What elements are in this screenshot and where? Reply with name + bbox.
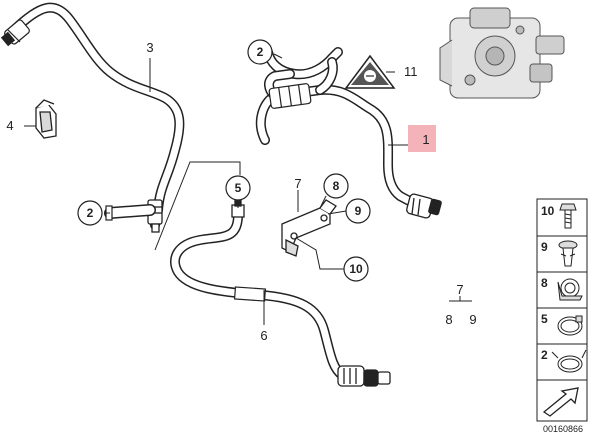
callout-2-left: 2 — [77, 200, 103, 226]
hose-clamp-icon — [557, 315, 583, 336]
callout-8-text: 8 — [333, 179, 340, 193]
hose-1-bundle-clip — [268, 83, 312, 109]
leader-lines — [24, 53, 472, 325]
bolt-icon — [559, 203, 577, 229]
callout-3: 3 — [146, 40, 153, 55]
hose-6 — [170, 210, 347, 380]
hose-1-upper-branch — [263, 47, 343, 101]
callout-6: 6 — [260, 328, 267, 343]
clip-4 — [35, 99, 57, 139]
callout-4: 4 — [6, 118, 13, 133]
callout-8: 8 — [323, 173, 349, 199]
warning-label-11 — [344, 54, 396, 89]
legend-item-8-label: 8 — [541, 276, 548, 290]
callout-10-text: 10 — [349, 262, 363, 276]
legend-item-5-label: 5 — [541, 312, 548, 326]
callout-9: 9 — [345, 198, 371, 224]
callout-10: 10 — [343, 256, 369, 282]
spring-clamp-icon — [551, 349, 587, 373]
callout-2-left-text: 2 — [87, 206, 94, 220]
legend-item-10-label: 10 — [541, 204, 555, 218]
hose-clamp-bracket-icon — [557, 278, 583, 301]
hose-6-sleeve — [233, 286, 267, 302]
bracket-7 — [281, 199, 337, 257]
callout-5-text: 5 — [235, 181, 242, 195]
hose-1-end-connector — [406, 193, 442, 219]
hose-6-end-connector — [337, 365, 391, 387]
legend-item-9-label: 9 — [541, 240, 548, 254]
hose-2-left — [104, 204, 156, 221]
callout-5: 5 — [225, 175, 251, 201]
hose-1 — [255, 84, 420, 209]
callout-9-group: 9 — [469, 312, 476, 327]
high-pressure-pump — [439, 7, 565, 99]
direction-arrow-icon — [542, 387, 579, 417]
callout-1: 1 — [408, 125, 436, 152]
callout-1-highlight — [408, 125, 436, 152]
callout-8-group: 8 — [445, 312, 452, 327]
callout-7-group: 7 — [456, 282, 463, 297]
callout-11: 11 — [404, 64, 418, 79]
callout-9-text: 9 — [355, 204, 362, 218]
part-number: 00160866 — [543, 424, 583, 434]
clip-rivet-icon — [558, 240, 578, 267]
callout-2-top-text: 2 — [257, 45, 264, 59]
hose-3-end-connector — [0, 19, 30, 47]
callout-2-top: 2 — [247, 39, 273, 65]
legend-item-2-label: 2 — [541, 348, 548, 362]
callout-7: 7 — [294, 176, 301, 191]
callout-1-text: 1 — [422, 132, 429, 147]
hose-3 — [9, 2, 185, 230]
legend-panel — [536, 198, 588, 422]
